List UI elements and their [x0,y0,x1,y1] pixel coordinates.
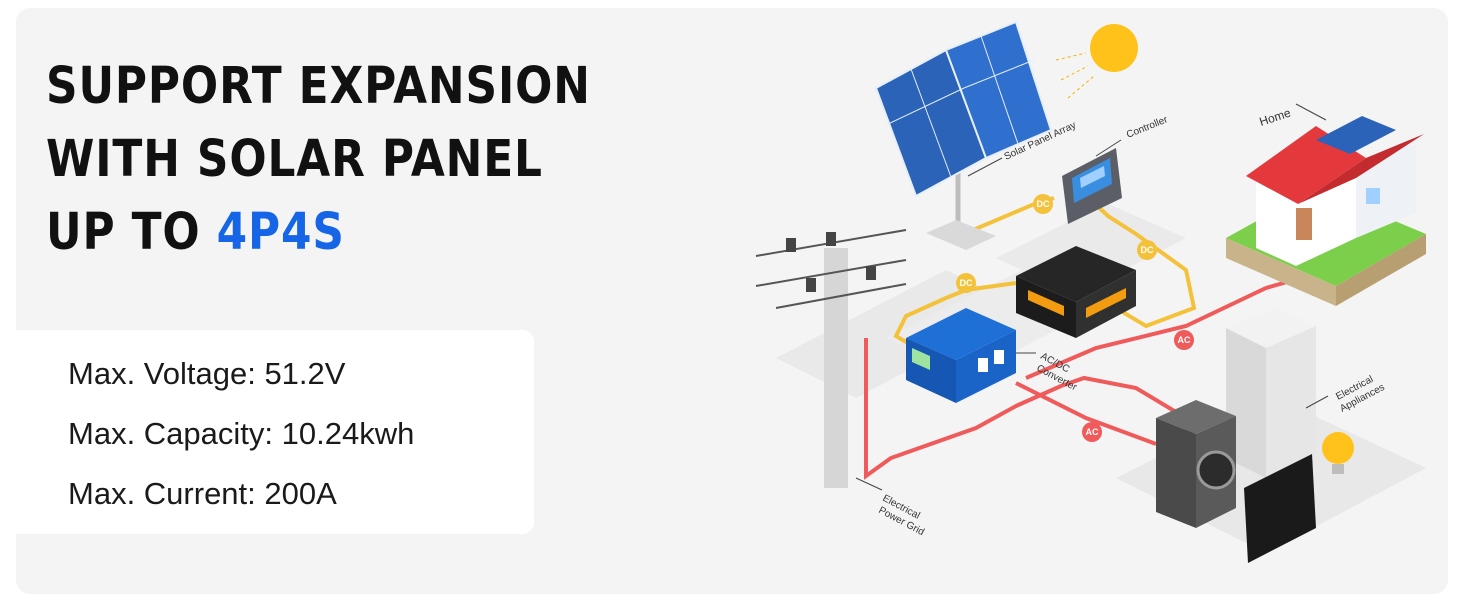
leader-line [855,477,883,491]
svg-text:DC: DC [1141,245,1154,255]
dc-tag: DC [1033,194,1053,214]
dc-tag: DC [1137,240,1157,260]
svg-text:AC: AC [1178,335,1191,345]
label-controller: Controller [1125,114,1170,141]
ac-wire [1015,381,1157,446]
spec-max-voltage: Max. Voltage: 51.2V [68,356,346,391]
ac-wire [1025,276,1302,380]
headline-accent: 4P4S [216,203,345,262]
spec-max-capacity: Max. Capacity: 10.24kwh [68,416,415,451]
headline-line-2: WITH SOLAR PANEL [46,130,543,189]
dc-tag: DC [956,273,976,293]
leader-line [1095,139,1122,157]
svg-text:DC: DC [960,278,973,288]
leader-line [1305,395,1329,409]
label-home: Home [1258,106,1293,129]
ac-wire [864,338,1188,480]
sun-icon [1055,24,1138,99]
banner-card: SUPPORT EXPANSION WITH SOLAR PANEL UP TO… [16,8,1448,594]
ac-tag: AC [1082,422,1102,442]
headline-line-1: SUPPORT EXPANSION [46,57,591,116]
utility-pole [755,229,907,488]
headline: SUPPORT EXPANSION WITH SOLAR PANEL UP TO… [46,50,591,269]
washing-machine [1156,400,1236,528]
svg-text:DC: DC [1037,199,1050,209]
solar-panel-array [874,20,1053,250]
ac-tag: AC [1174,330,1194,350]
battery-stack [1016,246,1136,338]
ac-dc-converter [906,308,1016,403]
headline-prefix: UP TO [46,203,217,262]
spec-max-current: Max. Current: 200A [68,476,337,511]
refrigerator [1226,308,1316,478]
headline-line-3: UP TO 4P4S [46,196,591,269]
television [1244,454,1316,563]
home-house [1226,116,1426,306]
svg-text:AC: AC [1086,427,1099,437]
dc-wire [893,281,1017,350]
spec-panel: Max. Voltage: 51.2V Max. Capacity: 10.24… [16,330,534,534]
leader-line [1295,103,1327,121]
solar-system-diagram: DC DC DC AC AC AC [755,20,1426,563]
controller [1062,148,1122,224]
light-bulb-icon [1322,432,1354,474]
leader-line [967,157,1003,177]
